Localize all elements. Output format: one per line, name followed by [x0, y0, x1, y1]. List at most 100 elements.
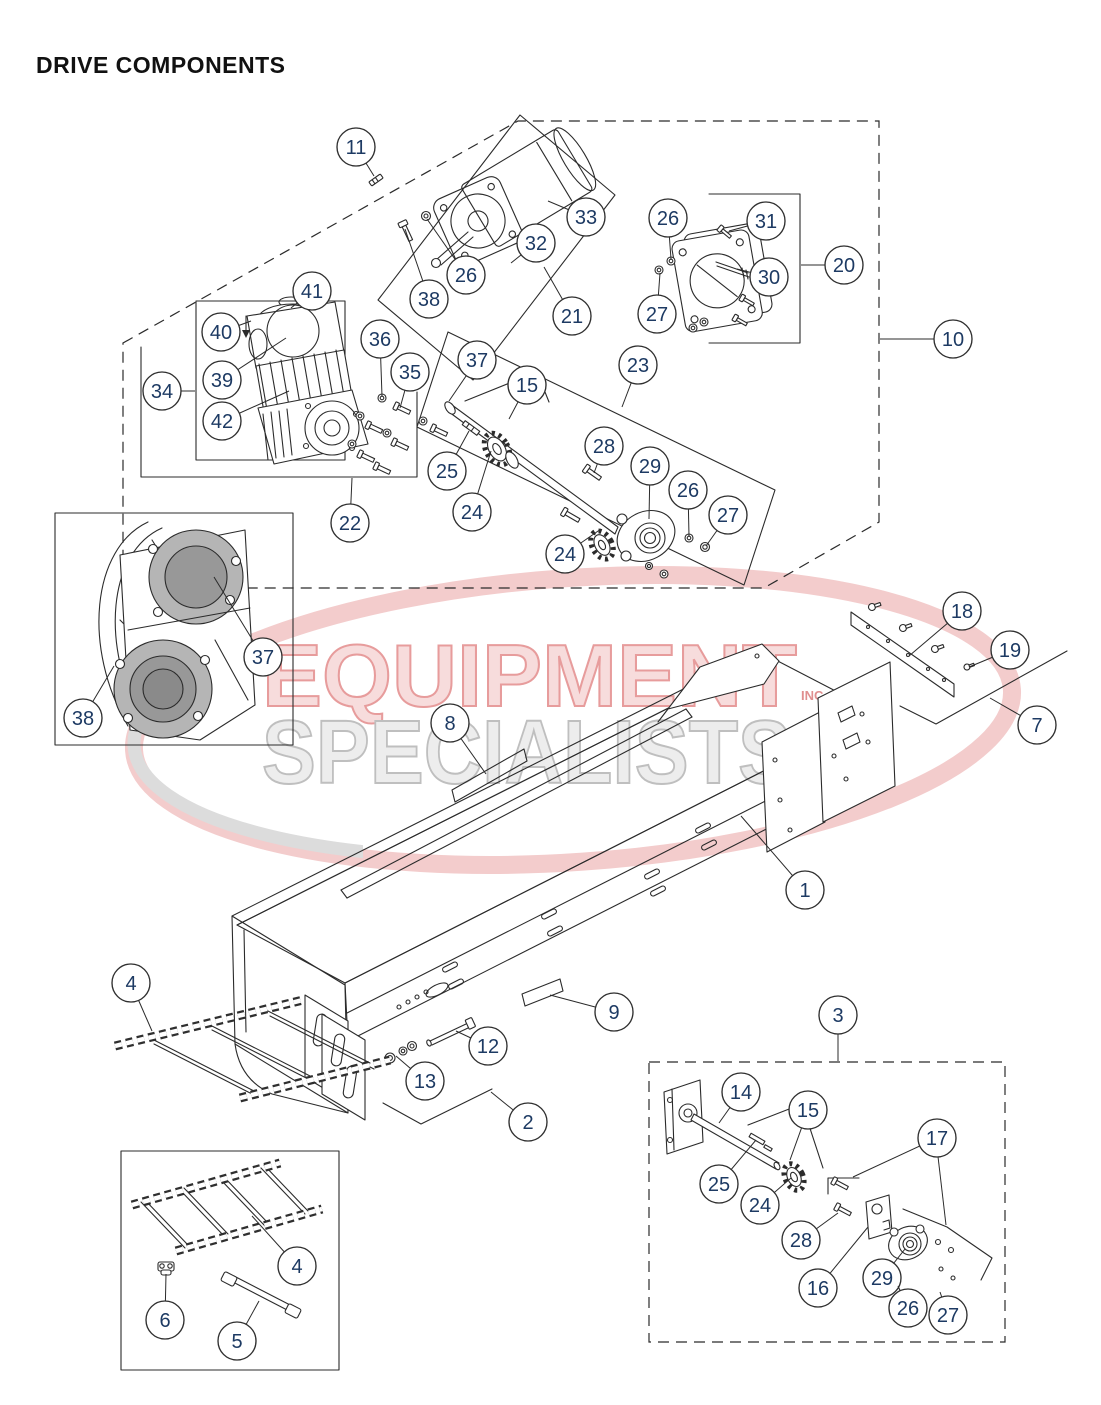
callout-14: 14 — [718, 1072, 761, 1124]
group20-bracket — [708, 193, 801, 344]
callout-19: 19 — [968, 630, 1030, 670]
callout-balloon — [508, 1102, 548, 1142]
callout-balloon — [798, 1268, 838, 1308]
chain-link-6 — [157, 1261, 175, 1276]
callout-29: 29 — [630, 446, 670, 520]
motor-bolt-38 — [397, 219, 414, 242]
callout-22: 22 — [330, 477, 370, 543]
callout-number: 25 — [708, 1174, 730, 1196]
roll-pin-11 — [368, 173, 384, 187]
callout-balloon — [516, 223, 556, 263]
callout-number: 15 — [516, 375, 538, 397]
callout-4: 4 — [251, 1215, 317, 1286]
callout-number: 23 — [627, 355, 649, 377]
callout-number: 40 — [210, 322, 232, 344]
key-25-lower — [748, 1132, 766, 1146]
callout-number: 37 — [466, 350, 488, 372]
callout-number: 30 — [758, 267, 780, 289]
callout-number: 28 — [790, 1230, 812, 1252]
callout-balloon — [202, 401, 242, 441]
callout-balloon — [457, 340, 497, 380]
callout-balloon — [668, 470, 708, 510]
callout-27: 27 — [637, 272, 677, 334]
callout-26: 26 — [426, 218, 486, 295]
callout-12: 12 — [455, 1026, 508, 1066]
frame-end-bracket — [761, 661, 896, 853]
hardware-cluster-22 — [347, 393, 449, 475]
callout-number: 41 — [301, 281, 323, 303]
callout-27: 27 — [705, 495, 748, 547]
callout-number: 38 — [72, 708, 94, 730]
watermark-word-specialists: SPECIALISTS — [262, 703, 792, 803]
callout-32: 32 — [510, 223, 556, 264]
callout-balloon — [699, 1164, 739, 1204]
callout-balloon — [818, 995, 858, 1035]
callout-balloon — [390, 352, 430, 392]
callout-number: 19 — [999, 640, 1021, 662]
callout-5: 5 — [217, 1300, 260, 1361]
callout-number: 14 — [730, 1082, 752, 1104]
callout-balloon — [201, 312, 241, 352]
callout-number: 27 — [937, 1305, 959, 1327]
callout-balloon — [928, 1295, 968, 1335]
callout-number: 4 — [291, 1256, 302, 1278]
motor-washer-26 — [420, 210, 432, 222]
callout-balloon — [740, 1185, 780, 1225]
chain-detail-box — [120, 1150, 340, 1371]
callout-number: 29 — [871, 1268, 893, 1290]
callout-number: 38 — [418, 289, 440, 311]
callout-8: 8 — [430, 703, 487, 775]
idler-shaft-drawing — [663, 1079, 956, 1281]
callout-number: 1 — [799, 880, 810, 902]
callout-13: 13 — [395, 1055, 445, 1101]
callout-2: 2 — [490, 1091, 548, 1142]
callout-25: 25 — [699, 1139, 757, 1204]
callout-number: 24 — [461, 502, 483, 524]
callout-23: 23 — [618, 345, 658, 408]
label-plate-8 — [451, 748, 528, 803]
callout-balloon — [430, 703, 470, 743]
callout-34: 34 — [142, 371, 195, 411]
label-plate-9 — [521, 978, 564, 1007]
callout-balloon — [781, 1220, 821, 1260]
callout-number: 42 — [211, 411, 233, 433]
callout-number: 35 — [399, 362, 421, 384]
callout-17-second-leader — [936, 1147, 947, 1226]
callout-balloon — [360, 319, 400, 359]
callout-number: 2 — [522, 1112, 533, 1134]
sprocket-24-idler — [781, 1161, 807, 1193]
callout-17: 17 — [852, 1118, 957, 1178]
chain-slat-5 — [220, 1271, 302, 1319]
page-title: DRIVE COMPONENTS — [36, 52, 286, 78]
bolt-28-upper — [581, 463, 602, 481]
callout-number: 32 — [525, 233, 547, 255]
callout-balloon — [63, 698, 103, 738]
callout-number: 12 — [477, 1036, 499, 1058]
mount-nut-27 — [654, 265, 664, 275]
callout-number: 4 — [125, 973, 136, 995]
callout-number: 10 — [942, 329, 964, 351]
callout-balloon — [566, 197, 606, 237]
callout-number: 27 — [717, 505, 739, 527]
callout-balloon — [427, 451, 467, 491]
group22-boundary — [140, 346, 418, 478]
callout-balloon — [637, 294, 677, 334]
gearbox-drawing — [242, 287, 369, 465]
callout-balloon — [933, 319, 973, 359]
callout-number: 17 — [926, 1128, 948, 1150]
mount-stud-30 — [715, 261, 750, 280]
callout-number: 27 — [646, 304, 668, 326]
callout-number: 34 — [151, 381, 173, 403]
callout-balloon — [618, 345, 658, 385]
callout-number: 31 — [755, 211, 777, 233]
spill-guard-strip-drawing — [850, 601, 976, 698]
callout-number: 22 — [339, 513, 361, 535]
callout-balloon — [217, 1321, 257, 1361]
group21-box — [377, 114, 616, 381]
callout-26: 26 — [888, 1285, 928, 1328]
callout-number: 7 — [1031, 715, 1042, 737]
callout-number: 37 — [252, 647, 274, 669]
gearbox-detail-drawing — [98, 521, 256, 741]
callout-balloon — [330, 503, 370, 543]
